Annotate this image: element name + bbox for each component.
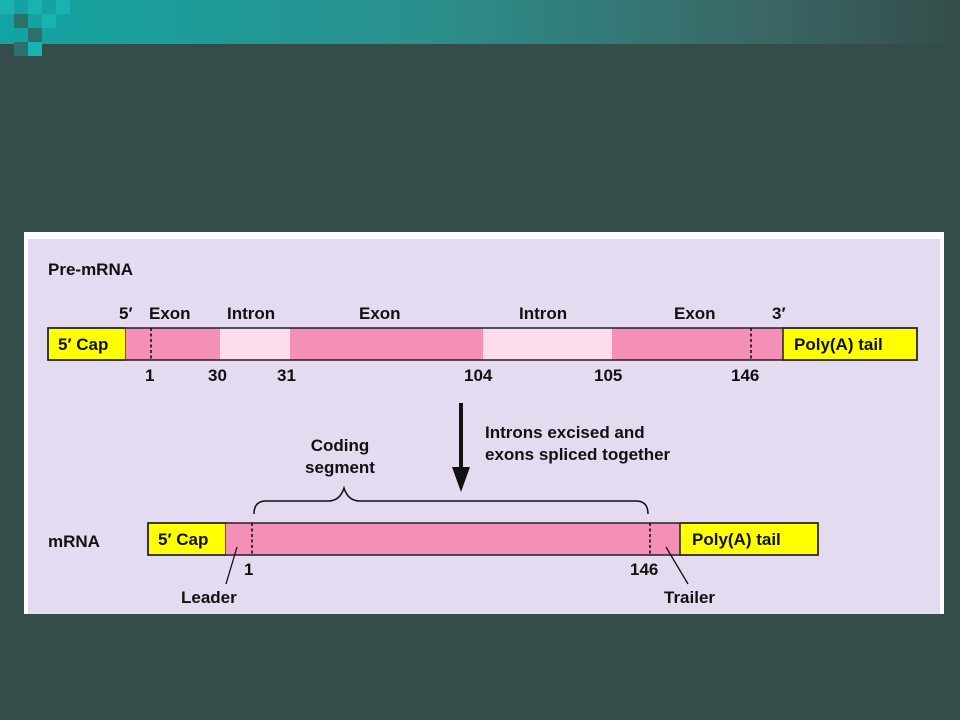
decor-square: [14, 42, 28, 56]
decor-square: [14, 14, 28, 28]
decor-square: [28, 42, 42, 56]
leader-label: Leader: [181, 588, 237, 607]
mrna-tail-box: [679, 522, 819, 556]
mrna-cap-text: 5′ Cap: [158, 530, 208, 549]
mrna-position-1: 1: [244, 560, 253, 579]
pre-mrna-cap-text: 5′ Cap: [58, 335, 108, 354]
diagram-panel-inner: Pre-mRNA 5′ Exon Intron Exon Intron Exon…: [28, 239, 940, 614]
trailer-pointer: [665, 546, 689, 585]
decor-square: [28, 0, 42, 14]
exon-2-label: Exon: [359, 304, 401, 323]
processing-arrow: [452, 403, 470, 492]
coding-segment-brace: [253, 485, 649, 515]
title-bar-band: [0, 0, 960, 44]
three-prime-label: 3′: [772, 304, 786, 323]
coding-segment-line-1: Coding: [311, 436, 370, 455]
mrna-bar: 5′ Cap Poly(A) tail: [147, 522, 819, 556]
pre-mrna-outline: [47, 327, 918, 361]
splicing-diagram: Pre-mRNA 5′ Exon Intron Exon Intron Exon…: [47, 260, 918, 607]
exon-3-label: Exon: [674, 304, 716, 323]
decor-square: [42, 14, 56, 28]
trailer-label: Trailer: [664, 588, 715, 607]
position-1: 1: [145, 366, 154, 385]
pre-mrna-intron-1: [220, 328, 290, 360]
position-104: 104: [464, 366, 493, 385]
pre-mrna-label: Pre-mRNA: [48, 260, 133, 279]
process-text-line-2: exons spliced together: [485, 445, 671, 464]
position-31: 31: [277, 366, 296, 385]
diagram-panel: Pre-mRNA 5′ Exon Intron Exon Intron Exon…: [24, 232, 944, 614]
decor-square: [56, 0, 70, 14]
five-prime-label: 5′: [119, 304, 133, 323]
process-text-line-1: Introns excised and: [485, 423, 645, 442]
mrna-outline: [147, 522, 819, 556]
pre-mrna-tail-box: [782, 327, 918, 361]
intron-1-label: Intron: [227, 304, 275, 323]
position-30: 30: [208, 366, 227, 385]
pre-mrna-tail-text: Poly(A) tail: [794, 335, 883, 354]
position-105: 105: [594, 366, 622, 385]
coding-segment-line-2: segment: [305, 458, 375, 477]
mrna-cap-box: [147, 522, 227, 556]
mrna-position-146: 146: [630, 560, 658, 579]
pre-mrna-exon-1: [126, 328, 220, 360]
exon-1-label: Exon: [149, 304, 191, 323]
decor-square: [28, 28, 42, 42]
pre-mrna-exon-3: [612, 328, 783, 360]
leader-pointer: [225, 546, 238, 585]
pre-mrna-intron-2: [483, 328, 612, 360]
intron-2-label: Intron: [519, 304, 567, 323]
mrna-tail-text: Poly(A) tail: [692, 530, 781, 549]
position-146: 146: [731, 366, 759, 385]
pre-mrna-exon-2: [290, 328, 483, 360]
mrna-label: mRNA: [48, 532, 100, 551]
mrna-coding-region: [226, 523, 680, 555]
pre-mrna-bar: 5′ Cap Poly(A) tail: [47, 327, 918, 361]
decor-square: [0, 0, 14, 14]
